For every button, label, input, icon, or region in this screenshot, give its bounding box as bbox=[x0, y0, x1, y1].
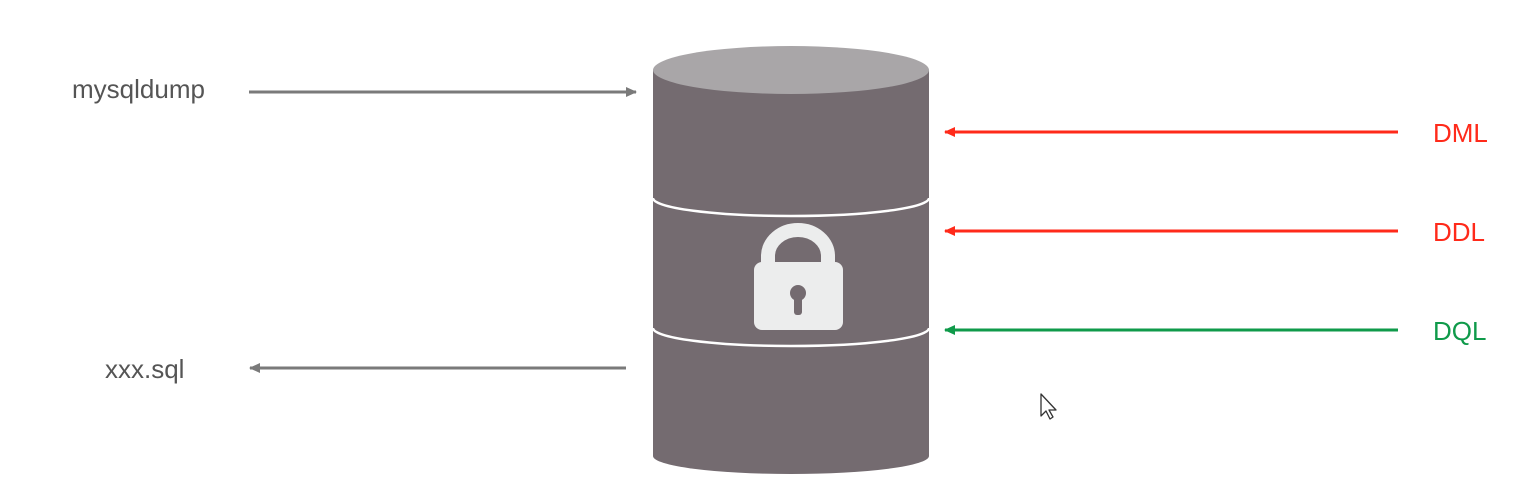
database-cylinder-icon bbox=[651, 46, 931, 474]
ddl-label: DDL bbox=[1433, 217, 1485, 247]
mouse-cursor-icon bbox=[1040, 393, 1057, 420]
lock-icon bbox=[754, 223, 843, 330]
cylinder-band-line-upper bbox=[651, 197, 931, 218]
cylinder-top bbox=[653, 46, 929, 94]
mysqldump-label: mysqldump bbox=[72, 74, 205, 104]
dml-label: DML bbox=[1433, 118, 1488, 148]
lock-keyhole-slot bbox=[794, 295, 802, 315]
dql-label: DQL bbox=[1433, 316, 1486, 346]
lock-keyhole-top bbox=[790, 285, 806, 301]
cylinder-band-line-lower bbox=[651, 327, 931, 348]
xxx-sql-label: xxx.sql bbox=[105, 354, 184, 384]
lock-shackle bbox=[761, 223, 835, 263]
